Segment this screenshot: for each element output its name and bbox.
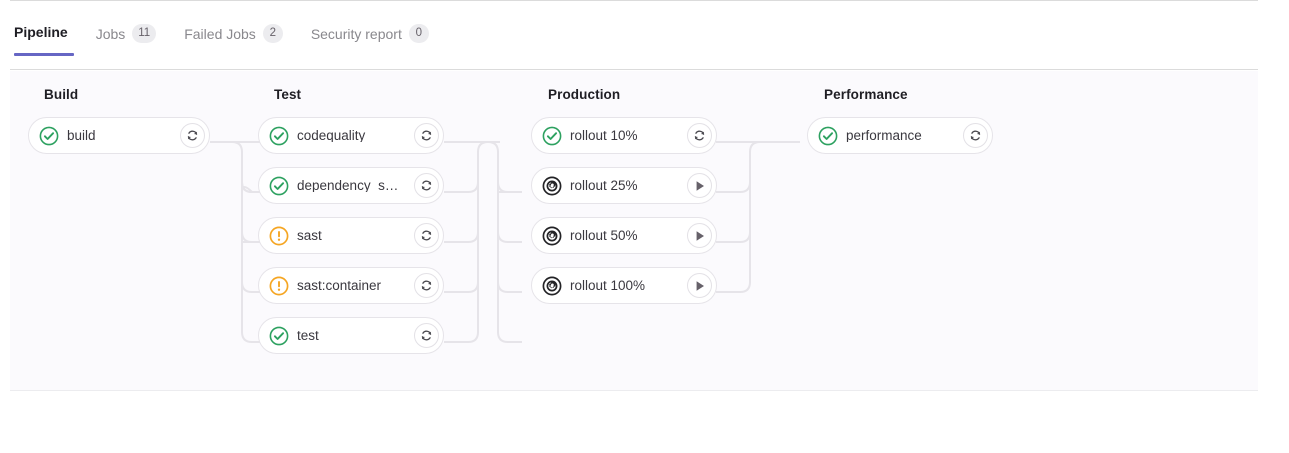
retry-button[interactable] (963, 123, 988, 148)
job-label: build (67, 128, 96, 143)
job-test[interactable]: test (258, 317, 444, 354)
job-label: rollout 10% (570, 128, 638, 143)
status-warning-icon (269, 276, 289, 295)
stage-production-title: Production (548, 87, 621, 102)
stage-build-title: Build (44, 87, 79, 102)
pipeline-tabbar: Pipeline Jobs 11 Failed Jobs 2 Security … (0, 18, 1258, 70)
status-success-icon (269, 126, 289, 145)
status-success-icon (542, 126, 562, 145)
status-manual-icon (542, 276, 562, 295)
job-label: codequality (297, 128, 366, 143)
pipeline-graph: Build build (10, 71, 1258, 391)
tab-failed-jobs[interactable]: Failed Jobs 2 (170, 18, 297, 59)
retry-button[interactable] (687, 123, 712, 148)
job-build[interactable]: build (28, 117, 210, 154)
retry-icon (421, 180, 432, 191)
tab-pipeline[interactable]: Pipeline (10, 18, 82, 56)
job-dependency-scanning[interactable]: dependency_s… (258, 167, 444, 204)
retry-button[interactable] (414, 173, 439, 198)
play-button[interactable] (687, 223, 712, 248)
job-label: rollout 50% (570, 228, 638, 243)
play-button[interactable] (687, 273, 712, 298)
stage-build-jobs: build (28, 117, 258, 154)
retry-icon (421, 130, 432, 141)
stage-production: Production rollout 10% (531, 87, 761, 304)
retry-icon (421, 230, 432, 241)
job-performance[interactable]: performance (807, 117, 993, 154)
job-rollout-10[interactable]: rollout 10% (531, 117, 717, 154)
stage-performance: Performance performance (807, 87, 1037, 154)
tab-security-report[interactable]: Security report 0 (297, 18, 443, 59)
tab-jobs-count: 11 (132, 24, 157, 43)
job-label: rollout 25% (570, 178, 638, 193)
stage-test: Test codequality (258, 87, 488, 354)
stage-build: Build build (28, 87, 258, 154)
stage-performance-jobs: performance (807, 117, 1037, 154)
tab-pipeline-label: Pipeline (14, 24, 68, 40)
job-label: sast:container (297, 278, 382, 293)
job-label: rollout 100% (570, 278, 646, 293)
job-rollout-100[interactable]: rollout 100% (531, 267, 717, 304)
play-icon (696, 280, 704, 291)
tab-jobs[interactable]: Jobs 11 (82, 18, 171, 59)
job-label: performance (846, 128, 922, 143)
status-warning-icon (269, 226, 289, 245)
retry-button[interactable] (414, 323, 439, 348)
status-success-icon (818, 126, 838, 145)
status-success-icon (39, 126, 59, 145)
job-rollout-25[interactable]: rollout 25% (531, 167, 717, 204)
retry-icon (421, 330, 432, 341)
tab-jobs-label: Jobs (95, 25, 126, 42)
status-manual-icon (542, 176, 562, 195)
job-label: sast (297, 228, 322, 243)
stage-test-jobs: codequality dep (258, 117, 488, 354)
status-success-icon (269, 176, 289, 195)
retry-button[interactable] (414, 223, 439, 248)
retry-icon (694, 130, 705, 141)
play-button[interactable] (687, 173, 712, 198)
tab-security-report-count: 0 (408, 24, 429, 43)
retry-icon (187, 130, 198, 141)
stage-test-title: Test (274, 87, 302, 102)
status-manual-icon (542, 226, 562, 245)
stage-performance-title: Performance (824, 87, 908, 102)
job-label: test (297, 328, 319, 343)
retry-icon (421, 280, 432, 291)
tabbar-divider (10, 69, 1258, 70)
status-success-icon (269, 326, 289, 345)
retry-button[interactable] (414, 123, 439, 148)
play-icon (696, 230, 704, 241)
pipeline-stages: Build build (10, 71, 1258, 390)
play-icon (696, 180, 704, 191)
retry-button[interactable] (180, 123, 205, 148)
retry-icon (970, 130, 981, 141)
tab-security-report-label: Security report (310, 25, 402, 42)
job-rollout-50[interactable]: rollout 50% (531, 217, 717, 254)
tab-failed-jobs-label: Failed Jobs (184, 25, 256, 42)
tab-list: Pipeline Jobs 11 Failed Jobs 2 Security … (10, 18, 443, 59)
stage-production-jobs: rollout 10% (531, 117, 761, 304)
retry-button[interactable] (414, 273, 439, 298)
job-label: dependency_s… (297, 178, 399, 193)
job-sast[interactable]: sast (258, 217, 444, 254)
job-sast-container[interactable]: sast:container (258, 267, 444, 304)
tab-failed-jobs-count: 2 (262, 24, 283, 43)
job-codequality[interactable]: codequality (258, 117, 444, 154)
top-divider (10, 0, 1258, 1)
